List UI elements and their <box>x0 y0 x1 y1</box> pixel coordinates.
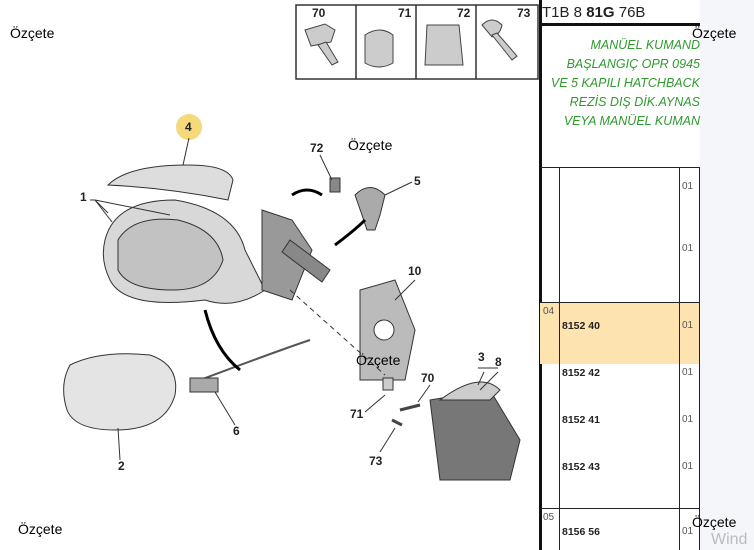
callout-8[interactable]: 8 <box>495 355 502 369</box>
parts-box-label: 73 <box>517 6 531 20</box>
windows-watermark: Wind <box>711 531 748 548</box>
mirror-glass <box>63 353 177 431</box>
overlay-label: Özçete <box>18 521 63 537</box>
callout-4[interactable]: 4 <box>185 120 192 134</box>
callout-2[interactable]: 2 <box>118 459 125 473</box>
ref-cell: 8152 42 <box>562 367 600 379</box>
callout-5[interactable]: 5 <box>414 174 421 188</box>
qty-cell: 01 <box>682 526 694 537</box>
callout-4-highlight <box>176 114 202 140</box>
ref-cell: 8152 43 <box>562 461 600 473</box>
table-header-code: T1B 8 81G 76B <box>542 4 646 21</box>
callout-70[interactable]: 70 <box>421 371 435 385</box>
background-pane <box>700 0 754 550</box>
exploded-diagram <box>63 4 539 481</box>
callout-6[interactable]: 6 <box>233 424 240 438</box>
qty-cell: 01 <box>682 414 694 425</box>
pos-cell: 05 <box>543 512 555 523</box>
bush-71-icon <box>364 29 394 68</box>
header-divider <box>539 23 700 26</box>
qty-cell: 01 <box>682 461 694 472</box>
overlay-label: Özçete <box>10 25 55 41</box>
callout-3[interactable]: 3 <box>478 350 485 364</box>
callout-1[interactable]: 1 <box>80 190 87 204</box>
callout-10[interactable]: 10 <box>408 264 422 278</box>
overlay-label: Özçete <box>692 25 737 41</box>
inner-trim <box>429 389 521 481</box>
pos-cell: 04 <box>543 306 555 317</box>
callout-71[interactable]: 71 <box>350 407 364 421</box>
mirror-cover <box>106 164 234 201</box>
parts-box-label: 70 <box>312 6 326 20</box>
table-left-border <box>539 0 542 550</box>
qty-cell: 01 <box>682 320 694 331</box>
overlay-label: Özçete <box>356 352 401 368</box>
highlight-row <box>540 302 699 364</box>
parts-box-label: 72 <box>457 6 471 20</box>
overlay-label: Özçete <box>348 137 393 153</box>
clip-72-icon <box>424 24 464 66</box>
ref-cell: 8156 56 <box>562 526 600 538</box>
ref-cell: 8152 41 <box>562 414 600 426</box>
callout-73[interactable]: 73 <box>369 454 383 468</box>
screw-70-icon <box>304 23 336 47</box>
qty-cell: 01 <box>682 367 694 378</box>
callout-72[interactable]: 72 <box>310 141 324 155</box>
ref-cell: 8152 40 <box>562 320 600 332</box>
qty-cell: 01 <box>682 181 694 192</box>
parts-box-label: 71 <box>398 6 412 20</box>
qty-cell: 01 <box>682 243 694 254</box>
overlay-label: Özçete <box>692 514 737 530</box>
